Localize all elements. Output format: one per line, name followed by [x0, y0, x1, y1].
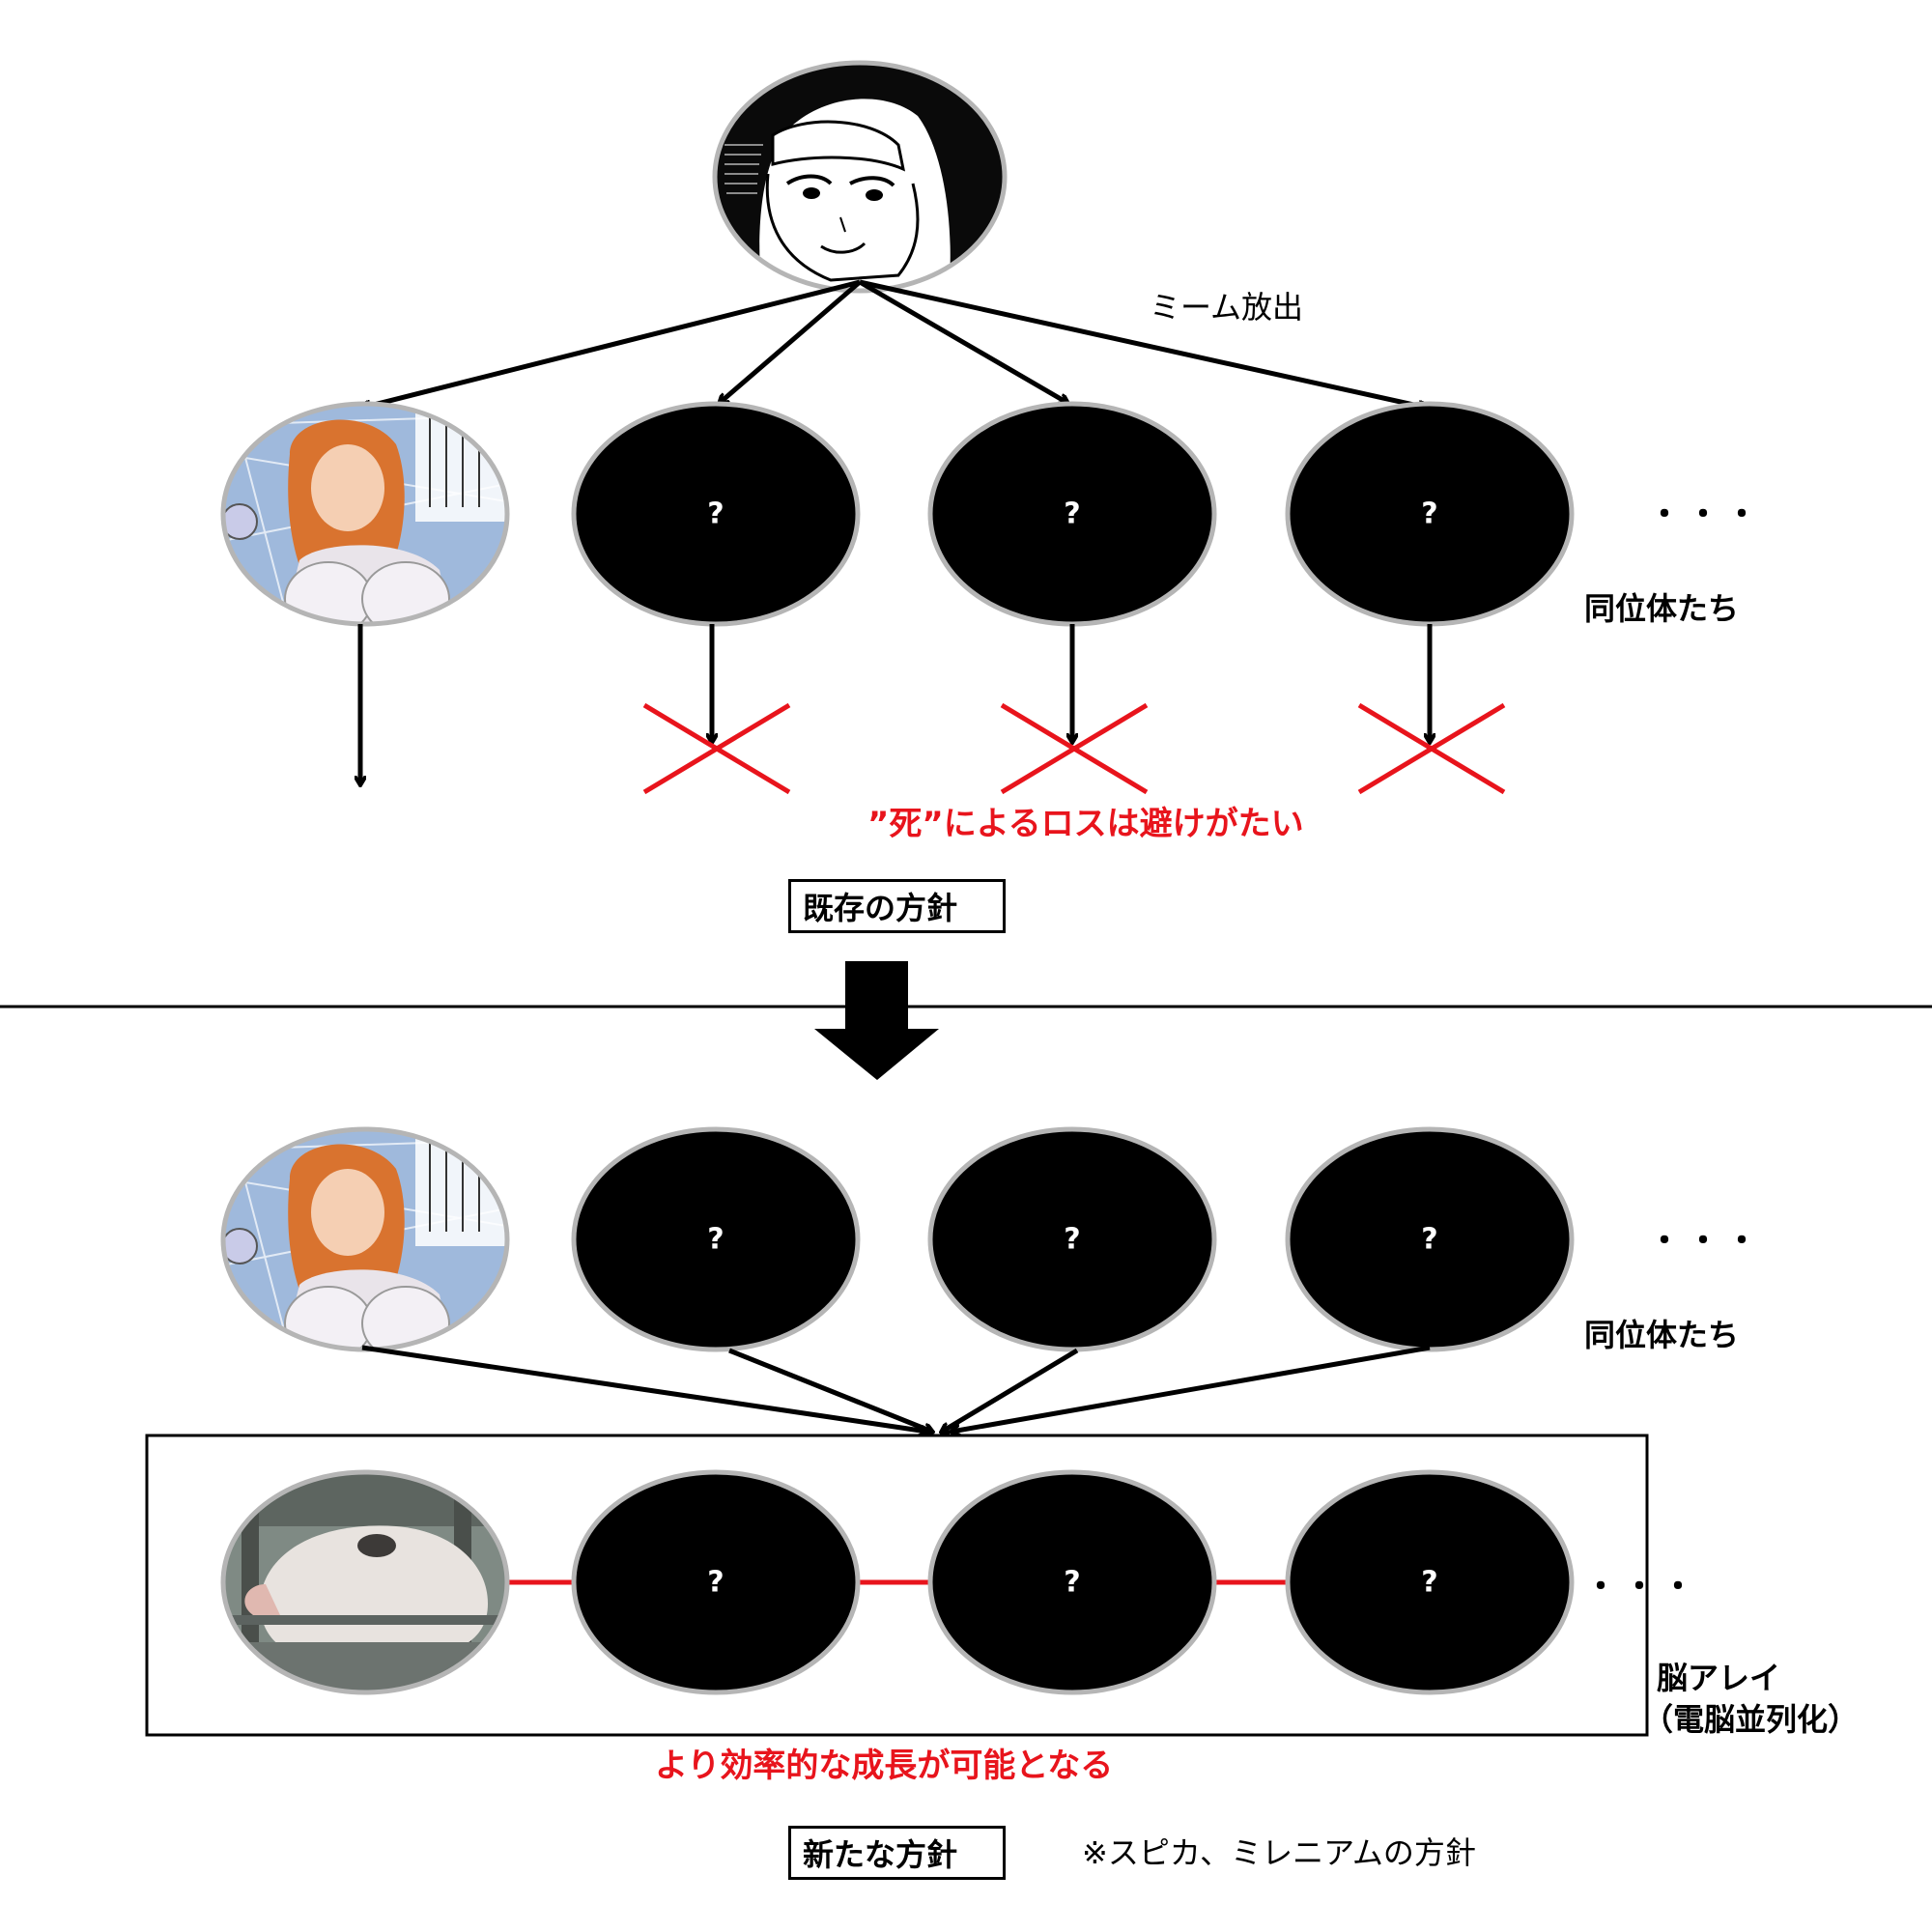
unknown-mark: ? [707, 1566, 724, 1600]
unknown-mark: ? [1064, 1566, 1080, 1600]
isotope-portrait-icon [222, 1125, 512, 1362]
unknown-mark: ? [1421, 1566, 1437, 1600]
isotopes-label: 同位体たち [1584, 1311, 1739, 1355]
source-portrait-icon [715, 58, 1005, 309]
more-isotopes-ellipsis: ・・・ [1648, 488, 1764, 535]
more-isotopes-ellipsis: ・・・ [1648, 1214, 1764, 1262]
brain-array-sublabel: （電脳並列化） [1642, 1695, 1859, 1740]
brain-array-label: 脳アレイ [1657, 1654, 1780, 1698]
emit-label: ミーム放出 [1150, 283, 1303, 327]
new-policy-label: 新たな方針 [788, 1826, 1006, 1880]
policy-note: ※スピカ、ミレニアムの方針 [1082, 1829, 1476, 1873]
isotopes-label: 同位体たち [1584, 584, 1739, 629]
growth-note: より効率的な成長が可能となる [655, 1739, 1113, 1786]
merge-arrows [362, 1348, 1430, 1432]
unknown-mark: ? [1064, 497, 1080, 531]
unknown-mark: ? [707, 497, 724, 531]
isotope-portrait-icon [222, 401, 512, 638]
unknown-mark: ? [1421, 1223, 1437, 1257]
unknown-mark: ? [707, 1223, 724, 1257]
down-block-arrow-icon [814, 961, 939, 1080]
death-loss-note: ”死”によるロスは避けがたい [867, 797, 1304, 844]
unknown-mark: ? [1064, 1223, 1080, 1257]
more-array-ellipsis: ・・・ [1584, 1560, 1700, 1607]
existing-policy-label: 既存の方針 [788, 879, 1006, 933]
down-arrows [360, 624, 1430, 784]
unknown-mark: ? [1421, 497, 1437, 531]
pig-photo-icon [222, 1468, 512, 1700]
